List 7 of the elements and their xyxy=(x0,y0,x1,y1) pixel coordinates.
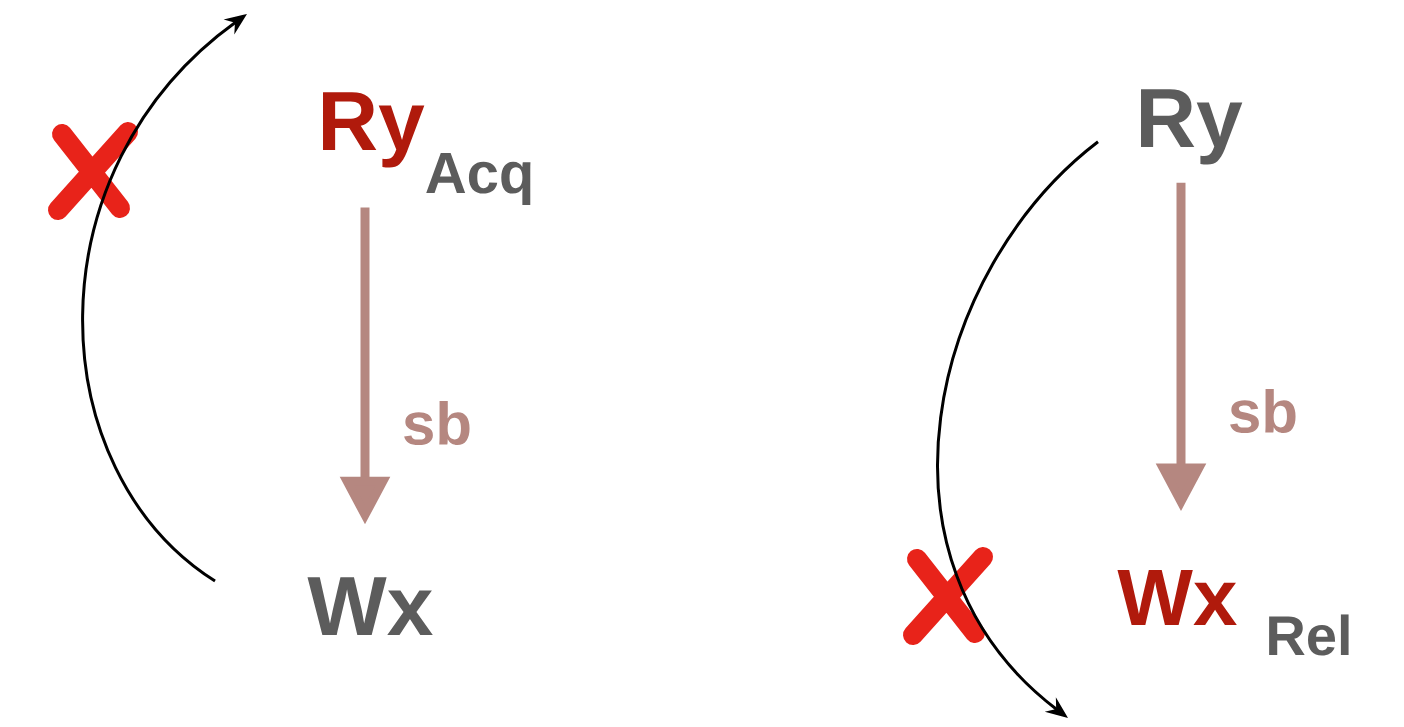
arrow xyxy=(936,140,1099,718)
edge-label: sb xyxy=(1226,386,1300,435)
node-label: Ry xyxy=(1141,89,1243,165)
node-label: Wx xyxy=(307,577,433,635)
node-label: Ry Acq xyxy=(323,92,531,206)
node-label: Wx Rel xyxy=(1117,570,1349,656)
edge-label: sb xyxy=(400,398,474,447)
